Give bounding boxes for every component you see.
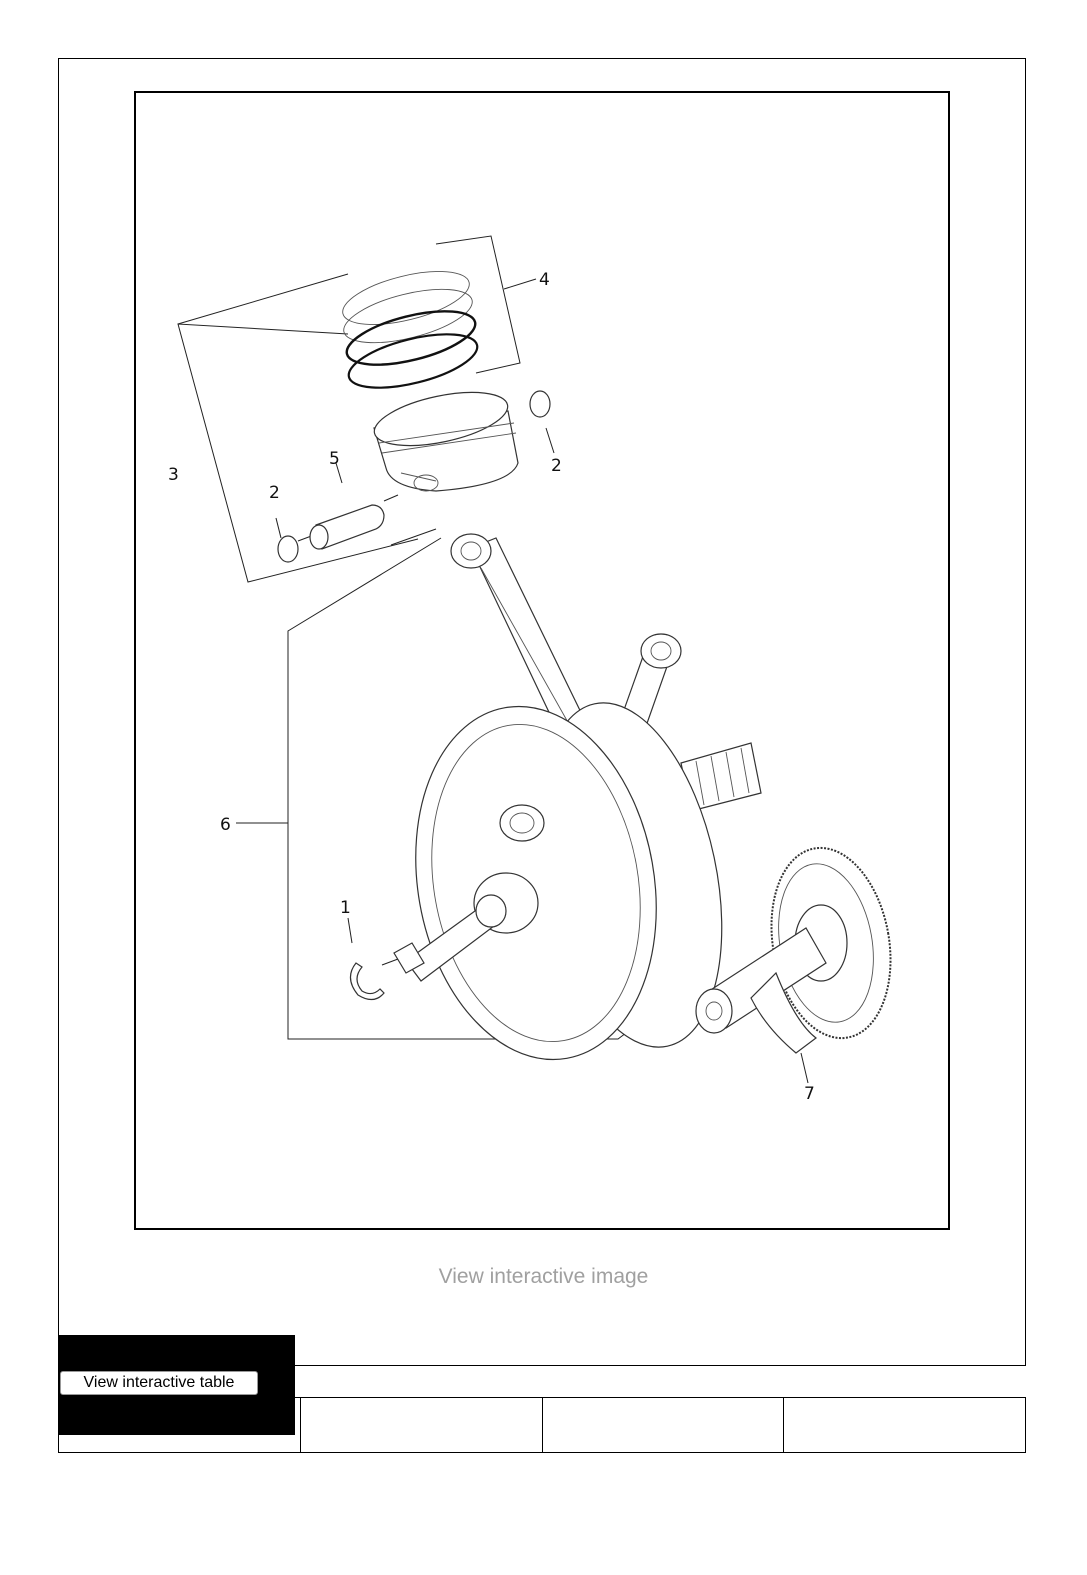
piston-pin-circlip-left: [277, 535, 299, 563]
parts-diagram: 1 2 2 3 4 5 6 7: [134, 91, 950, 1230]
table-cell: [299, 1398, 542, 1452]
callout-6: 6: [220, 815, 231, 835]
piston: [373, 391, 519, 492]
callout-2-left: 2: [269, 483, 280, 503]
piston-ring-bracket: [435, 235, 521, 374]
view-interactive-table-button[interactable]: View interactive table: [60, 1371, 258, 1395]
crankshaft-main-journal: [393, 894, 507, 982]
crankshaft-flywheel: [415, 702, 723, 1061]
callout-2-right: 2: [551, 456, 562, 476]
balancer-shaft-gear: [695, 846, 892, 1054]
crankshaft-circlip: [349, 962, 385, 1001]
callout-3: 3: [168, 465, 179, 485]
piston-pin-circlip-right: [529, 390, 551, 418]
callout-7: 7: [804, 1084, 815, 1104]
splined-shaft: [680, 742, 762, 812]
crankshaft-piston-exploded-view: 1 2 2 3 4 5 6 7: [168, 235, 892, 1104]
callout-5: 5: [329, 449, 340, 469]
callout-1: 1: [340, 898, 351, 918]
connecting-rod-front: [450, 533, 592, 749]
piston-assembly-bracket: [177, 323, 419, 583]
view-interactive-image-link[interactable]: View interactive image: [438, 1265, 649, 1288]
piston-pin: [309, 504, 385, 550]
callout-4: 4: [539, 270, 550, 290]
table-cell: [541, 1398, 784, 1452]
table-cell: [783, 1398, 1025, 1452]
piston-rings: [342, 271, 479, 389]
